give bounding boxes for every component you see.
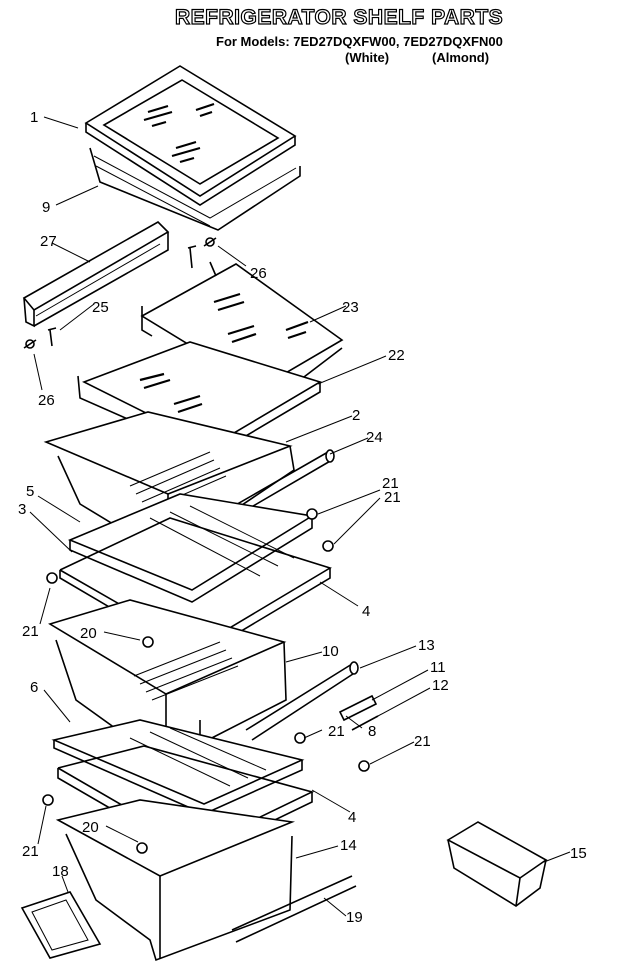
callout-label: 4 (348, 809, 356, 826)
callout-label: 1 (30, 109, 38, 126)
callout-label: 20 (80, 625, 97, 642)
callout-label: 20 (82, 819, 99, 836)
callout-label: 21 (22, 843, 39, 860)
variant-white: (White) (345, 50, 390, 65)
header: REFRIGERATOR SHELF PARTS For Models: 7ED… (0, 0, 624, 70)
callout-label: 27 (40, 233, 57, 250)
callout-label: 22 (388, 347, 405, 364)
part-23-shelf (140, 261, 344, 389)
callout-label: 12 (432, 677, 449, 694)
part-14-drawer (55, 799, 296, 962)
variant-almond: (Almond) (432, 50, 490, 65)
callout-label: 25 (92, 299, 109, 316)
part-18-label (20, 891, 102, 959)
callout-labels: 1 9 27 26 25 26 23 22 2 24 5 3 21 21 4 2… (18, 109, 587, 926)
callout-label: 26 (38, 392, 55, 409)
callout-label: 15 (570, 845, 587, 862)
callout-label: 10 (322, 643, 339, 660)
part-1-shelf (84, 65, 297, 206)
fasteners (42, 508, 370, 854)
callout-label: 5 (26, 483, 34, 500)
callout-label: 11 (430, 659, 446, 676)
callout-label: 21 (384, 489, 401, 506)
page-title: REFRIGERATOR SHELF PARTS (174, 5, 504, 29)
callout-label: 18 (52, 863, 69, 880)
callout-label: 8 (368, 723, 376, 740)
callout-label: 2 (352, 407, 360, 424)
part-15-bin (446, 821, 548, 907)
part-19-bar (231, 875, 357, 943)
callout-label: 23 (342, 299, 359, 316)
screws-26-25 (23, 237, 217, 349)
callout-label: 9 (42, 199, 50, 216)
callout-label: 21 (328, 723, 345, 740)
leader-lines (29, 116, 571, 917)
callout-label: 21 (414, 733, 431, 750)
models-line: For Models: 7ED27DQXFW00, 7ED27DQXFN00 (216, 34, 503, 49)
callout-label: 4 (362, 603, 370, 620)
callout-label: 21 (22, 623, 39, 640)
callout-label: 26 (250, 265, 267, 282)
callout-label: 3 (18, 501, 26, 518)
callout-label: 6 (30, 679, 38, 696)
part-27-rail (22, 221, 170, 328)
callout-label: 21 (382, 475, 399, 492)
callout-label: 14 (340, 837, 357, 854)
callout-label: 19 (346, 909, 363, 926)
part-13-11-12 (245, 661, 379, 741)
callout-label: 13 (418, 637, 435, 654)
callout-label: 24 (366, 429, 383, 446)
part-9-frame (89, 147, 301, 231)
